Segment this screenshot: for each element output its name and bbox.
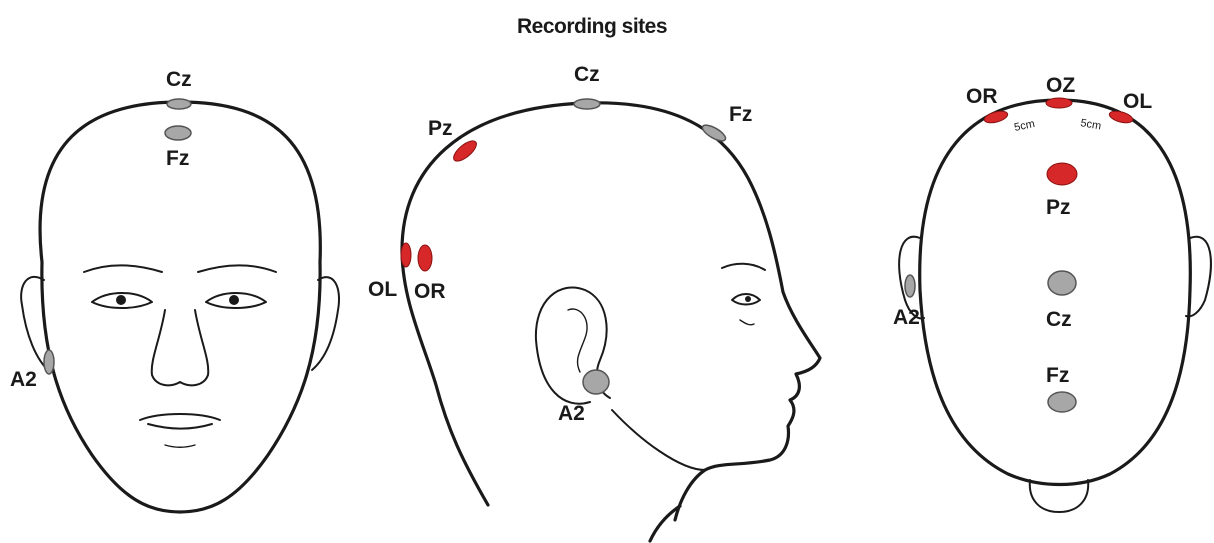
side-electrode-cz	[574, 99, 600, 109]
side-brow	[722, 264, 765, 270]
side-pupil	[745, 296, 751, 302]
front-label-cz: Cz	[166, 68, 192, 91]
side-head-outline	[402, 103, 820, 520]
side-electrode-a2	[583, 370, 609, 394]
front-right-pupil	[229, 295, 239, 305]
top-label-or: OR	[966, 85, 998, 108]
front-electrode-cz	[167, 99, 191, 109]
top-electrode-fz	[1048, 392, 1076, 412]
side-electrode-ol	[401, 243, 411, 267]
top-label-cz: Cz	[1046, 308, 1072, 331]
front-electrode-a2	[44, 350, 54, 374]
top-distance-right: 5cm	[1079, 117, 1102, 132]
top-distance-left: 5cm	[1013, 118, 1036, 134]
top-view-head	[899, 100, 1211, 512]
side-label-a2: A2	[558, 402, 585, 425]
top-electrode-cz	[1048, 271, 1076, 295]
diagram-title: Recording sites	[517, 15, 667, 38]
side-label-or: OR	[414, 280, 446, 303]
side-label-fz: Fz	[729, 103, 752, 126]
top-electrode-oz	[1046, 98, 1072, 108]
front-right-brow	[198, 265, 276, 272]
top-electrode-or	[983, 109, 1009, 125]
front-chin-line	[165, 445, 195, 447]
top-electrode-a2	[905, 275, 915, 297]
front-label-fz: Fz	[166, 147, 189, 170]
side-cheek-line	[740, 320, 754, 325]
front-mouth	[140, 414, 220, 429]
side-electrode-fz	[700, 122, 728, 144]
side-label-cz: Cz	[574, 63, 600, 86]
front-left-brow	[84, 265, 162, 272]
front-left-pupil	[116, 295, 126, 305]
side-label-pz: Pz	[428, 117, 453, 140]
side-label-ol: OL	[368, 278, 397, 301]
top-label-fz: Fz	[1046, 364, 1069, 387]
side-electrode-or	[418, 245, 432, 271]
top-label-oz: OZ	[1046, 74, 1075, 97]
side-jaw	[612, 410, 705, 470]
side-ear-inner	[568, 309, 587, 372]
top-label-a2: A2	[893, 306, 920, 329]
side-neck-front	[650, 506, 680, 541]
top-electrode-pz	[1047, 163, 1077, 185]
front-electrode-fz	[165, 126, 191, 140]
front-nose	[152, 310, 209, 385]
top-label-ol: OL	[1123, 90, 1152, 113]
top-label-pz: Pz	[1046, 196, 1071, 219]
side-view-head	[402, 103, 820, 541]
front-label-a2: A2	[10, 368, 37, 391]
